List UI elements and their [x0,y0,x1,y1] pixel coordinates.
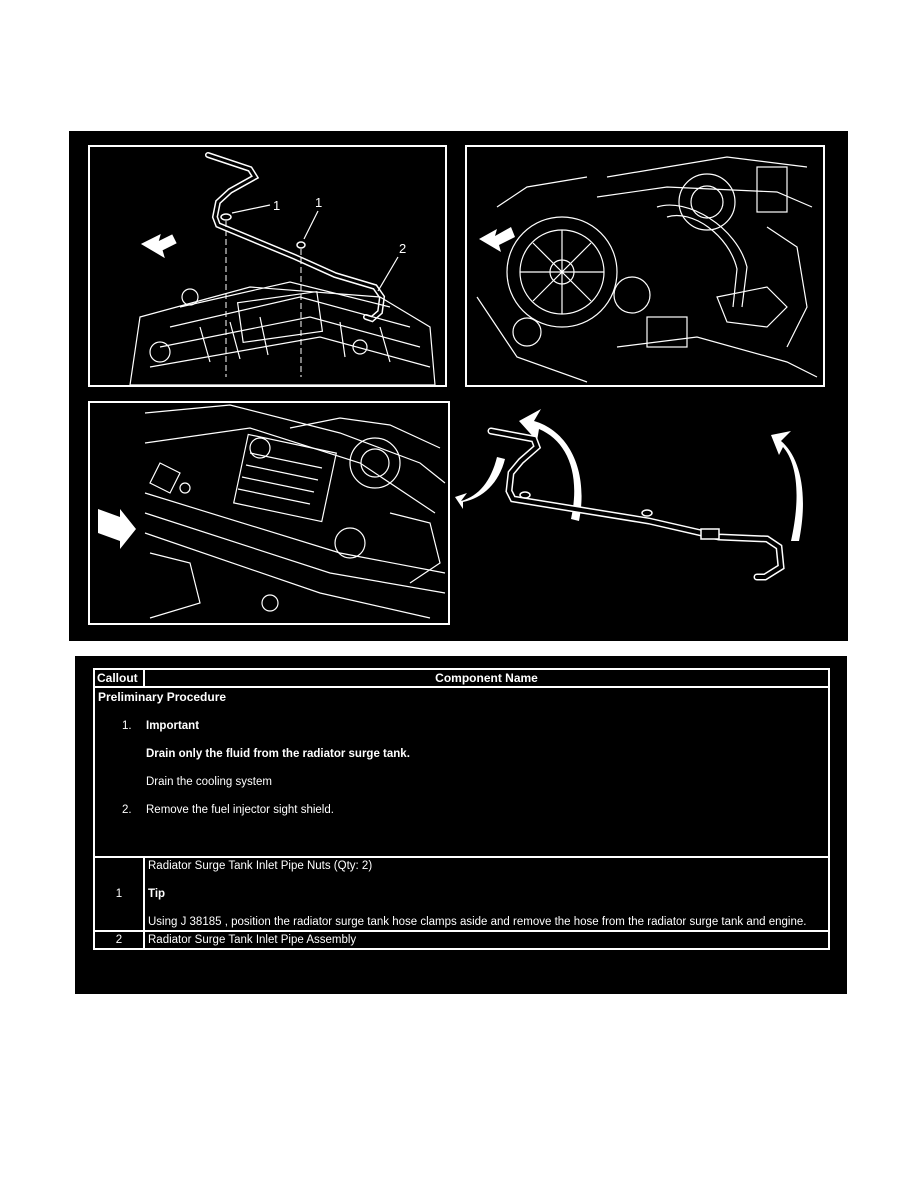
component-name: Radiator Surge Tank Inlet Pipe Nuts (Qty… [148,860,373,872]
panel-engine-detail [465,145,825,387]
callout-label: 1 [273,198,280,213]
important-label: Important [146,720,200,732]
arrow-icon [479,227,515,252]
important-warning: Drain only the fluid from the radiator s… [146,748,410,760]
step-2: 2. Remove the fuel injector sight shield… [122,804,825,832]
callout-number: 1 [93,856,145,932]
component-name: Radiator Surge Tank Inlet Pipe Assembly [143,930,830,950]
callout-table: Callout Component Name Preliminary Proce… [93,668,830,950]
table-row: 2 Radiator Surge Tank Inlet Pipe Assembl… [93,930,830,950]
removed-pipe-drawing [455,409,803,581]
exploded-view-drawing: 1 1 2 [129,152,436,385]
callout-label: 2 [399,241,406,256]
preliminary-procedure-row: Preliminary Procedure 1. Important Drain… [93,686,830,858]
curved-arrow-icon [771,431,803,541]
illustration: 1 1 2 [69,131,848,641]
front-view-drawing [98,404,446,619]
component-name-header: Component Name [143,668,830,688]
step-number: 1. [122,720,132,732]
step-text: Drain the cooling system [146,776,272,788]
step-1: 1. Important Drain only the fluid from t… [122,720,825,804]
tip-text: Using J 38185 , position the radiator su… [148,916,807,928]
panel-removed-pipe [449,401,841,631]
engine-detail-drawing [476,156,818,383]
curved-arrow-icon [455,457,505,509]
table-row: 1 Radiator Surge Tank Inlet Pipe Nuts (Q… [93,856,830,932]
arrow-icon [98,509,136,549]
arrow-icon [140,234,177,259]
callout-header: Callout [93,668,145,688]
panel-front-view [88,401,450,625]
step-number: 2. [122,804,132,816]
callout-number: 2 [93,930,145,950]
panel-exploded-view: 1 1 2 [88,145,447,387]
preliminary-title: Preliminary Procedure [98,690,227,704]
tip-label: Tip [148,888,166,900]
callout-table-container: Callout Component Name Preliminary Proce… [75,656,847,994]
step-text: Remove the fuel injector sight shield. [146,804,334,816]
callout-label: 1 [315,195,322,210]
